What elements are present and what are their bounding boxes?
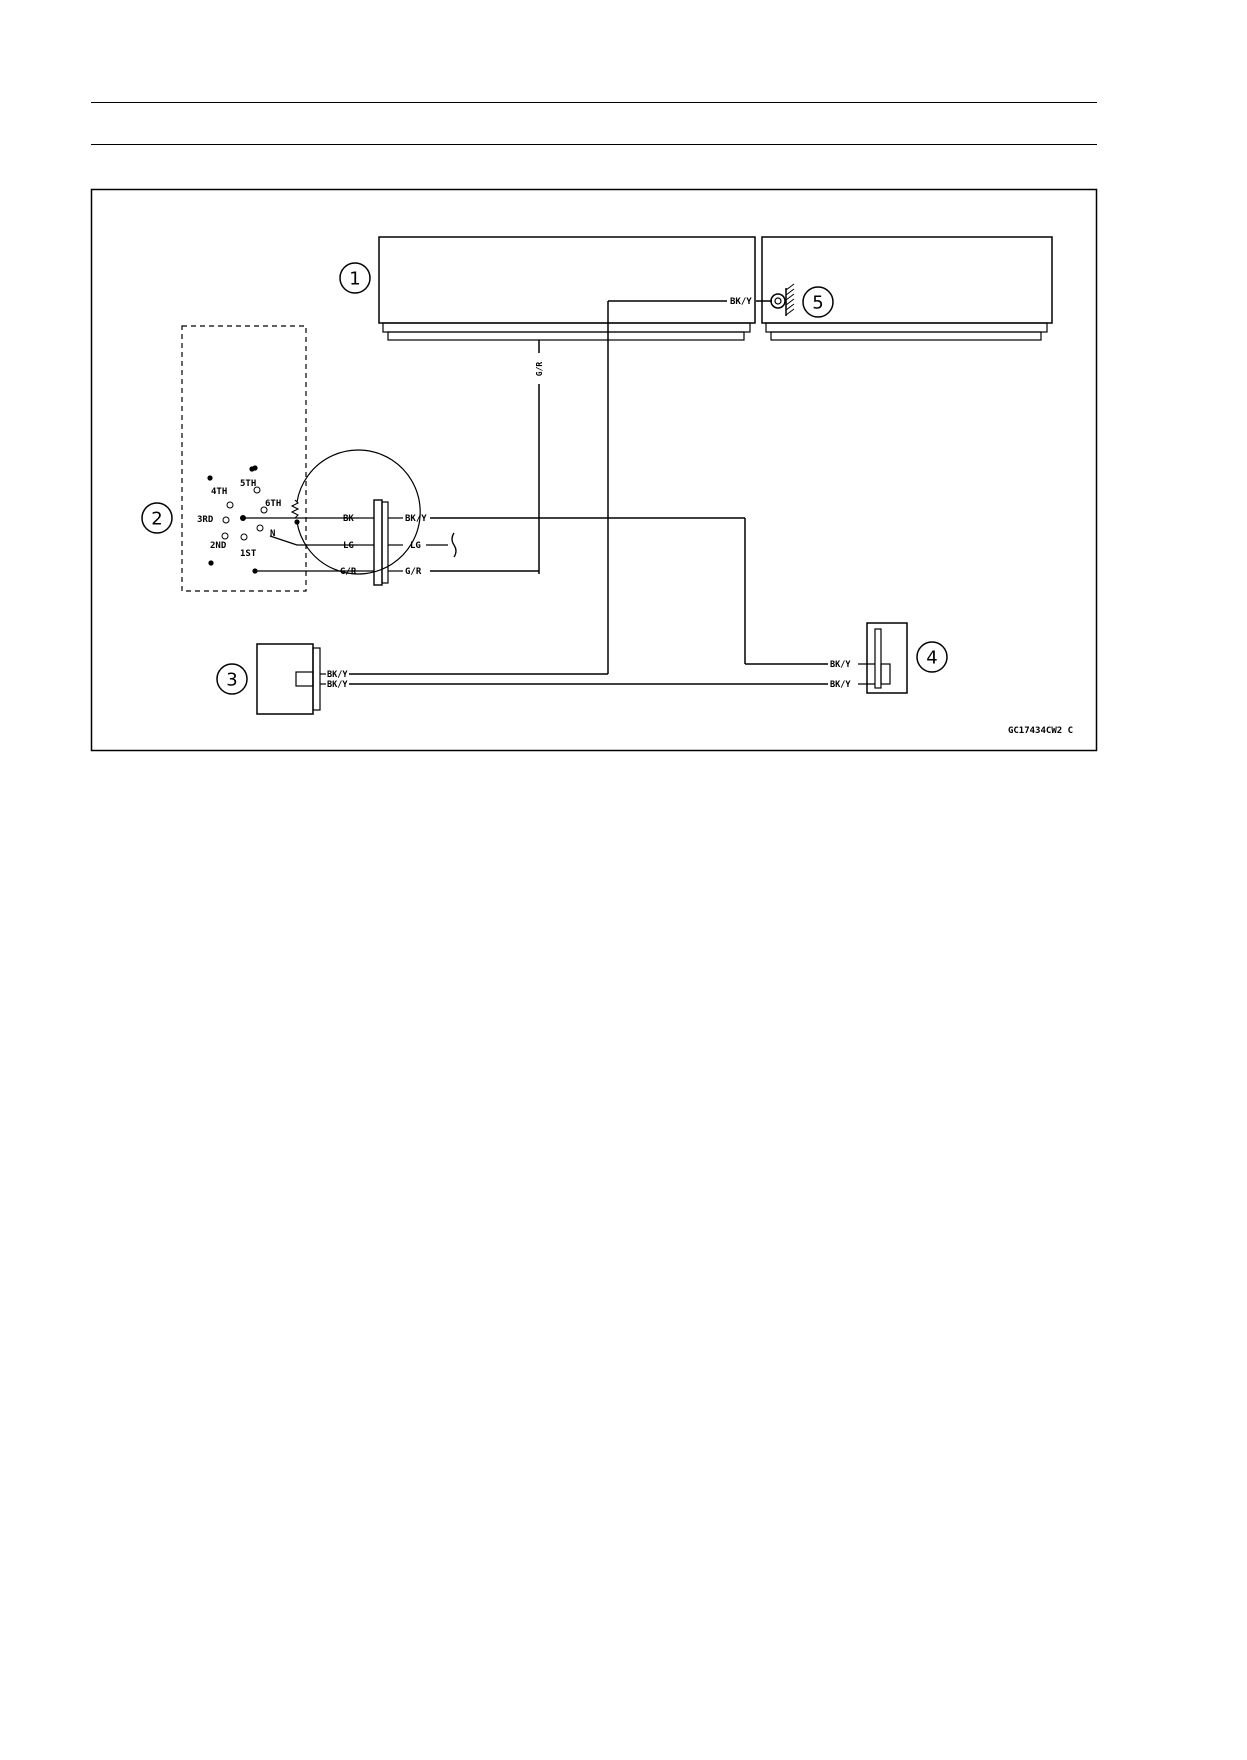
wire-label-bky-3a: BK/Y: [327, 670, 348, 680]
wire-label-bky-4a: BK/Y: [830, 660, 851, 670]
callout-4: 4: [916, 641, 948, 673]
component-3-connector: [256, 643, 326, 715]
header-rule-bottom: [91, 144, 1097, 145]
callout-2: 2: [141, 502, 173, 534]
switch-connector: [358, 499, 403, 586]
wire-label-gr-harness: G/R: [405, 567, 422, 577]
gear-label-5th: 5TH: [240, 479, 256, 489]
wire-gr-meter: G/R: [535, 340, 544, 574]
svg-text:3: 3: [226, 670, 237, 691]
gear-label-6th: 6TH: [265, 499, 281, 509]
wire-label-bky-harness: BK/Y: [405, 514, 427, 524]
svg-text:1: 1: [349, 269, 360, 290]
gear-label-n: N: [270, 529, 275, 539]
callout-5: 5: [802, 286, 834, 318]
svg-text:4: 4: [926, 648, 937, 669]
callout-3: 3: [216, 663, 248, 695]
gear-label-3rd: 3RD: [197, 515, 214, 525]
wire-label-gr-left: G/R: [340, 567, 357, 577]
gear-position-switch: 4TH 5TH 6TH 3RD N 2ND 1ST: [181, 325, 421, 592]
wire-label-gr-vertical: G/R: [535, 362, 544, 377]
ground-terminal-icon: [770, 283, 795, 316]
svg-text:5: 5: [812, 293, 823, 314]
wire-label-bky-3b: BK/Y: [327, 680, 348, 690]
gear-label-2nd: 2ND: [210, 541, 227, 551]
wire-label-bk: BK: [343, 514, 354, 524]
harness-wires: [349, 300, 828, 685]
wire-label-bky-4b: BK/Y: [830, 680, 851, 690]
wire-label-lg-left: LG: [343, 541, 354, 551]
wire-label-bky-ground: BK/Y: [730, 297, 752, 307]
callout-1: 1: [339, 262, 371, 294]
gear-label-1st: 1ST: [240, 549, 257, 559]
figure-frame: [90, 188, 1098, 752]
meter-unit: [378, 236, 1053, 341]
coil-resistor-icon: [290, 499, 300, 519]
gear-label-4th: 4TH: [211, 487, 227, 497]
component-4-connector: [858, 622, 908, 694]
header-rule-top: [91, 102, 1097, 103]
figure-code: GC17434CW2 C: [1008, 726, 1073, 736]
svg-text:2: 2: [151, 509, 162, 530]
wire-label-lg-harness: LG: [410, 541, 421, 551]
